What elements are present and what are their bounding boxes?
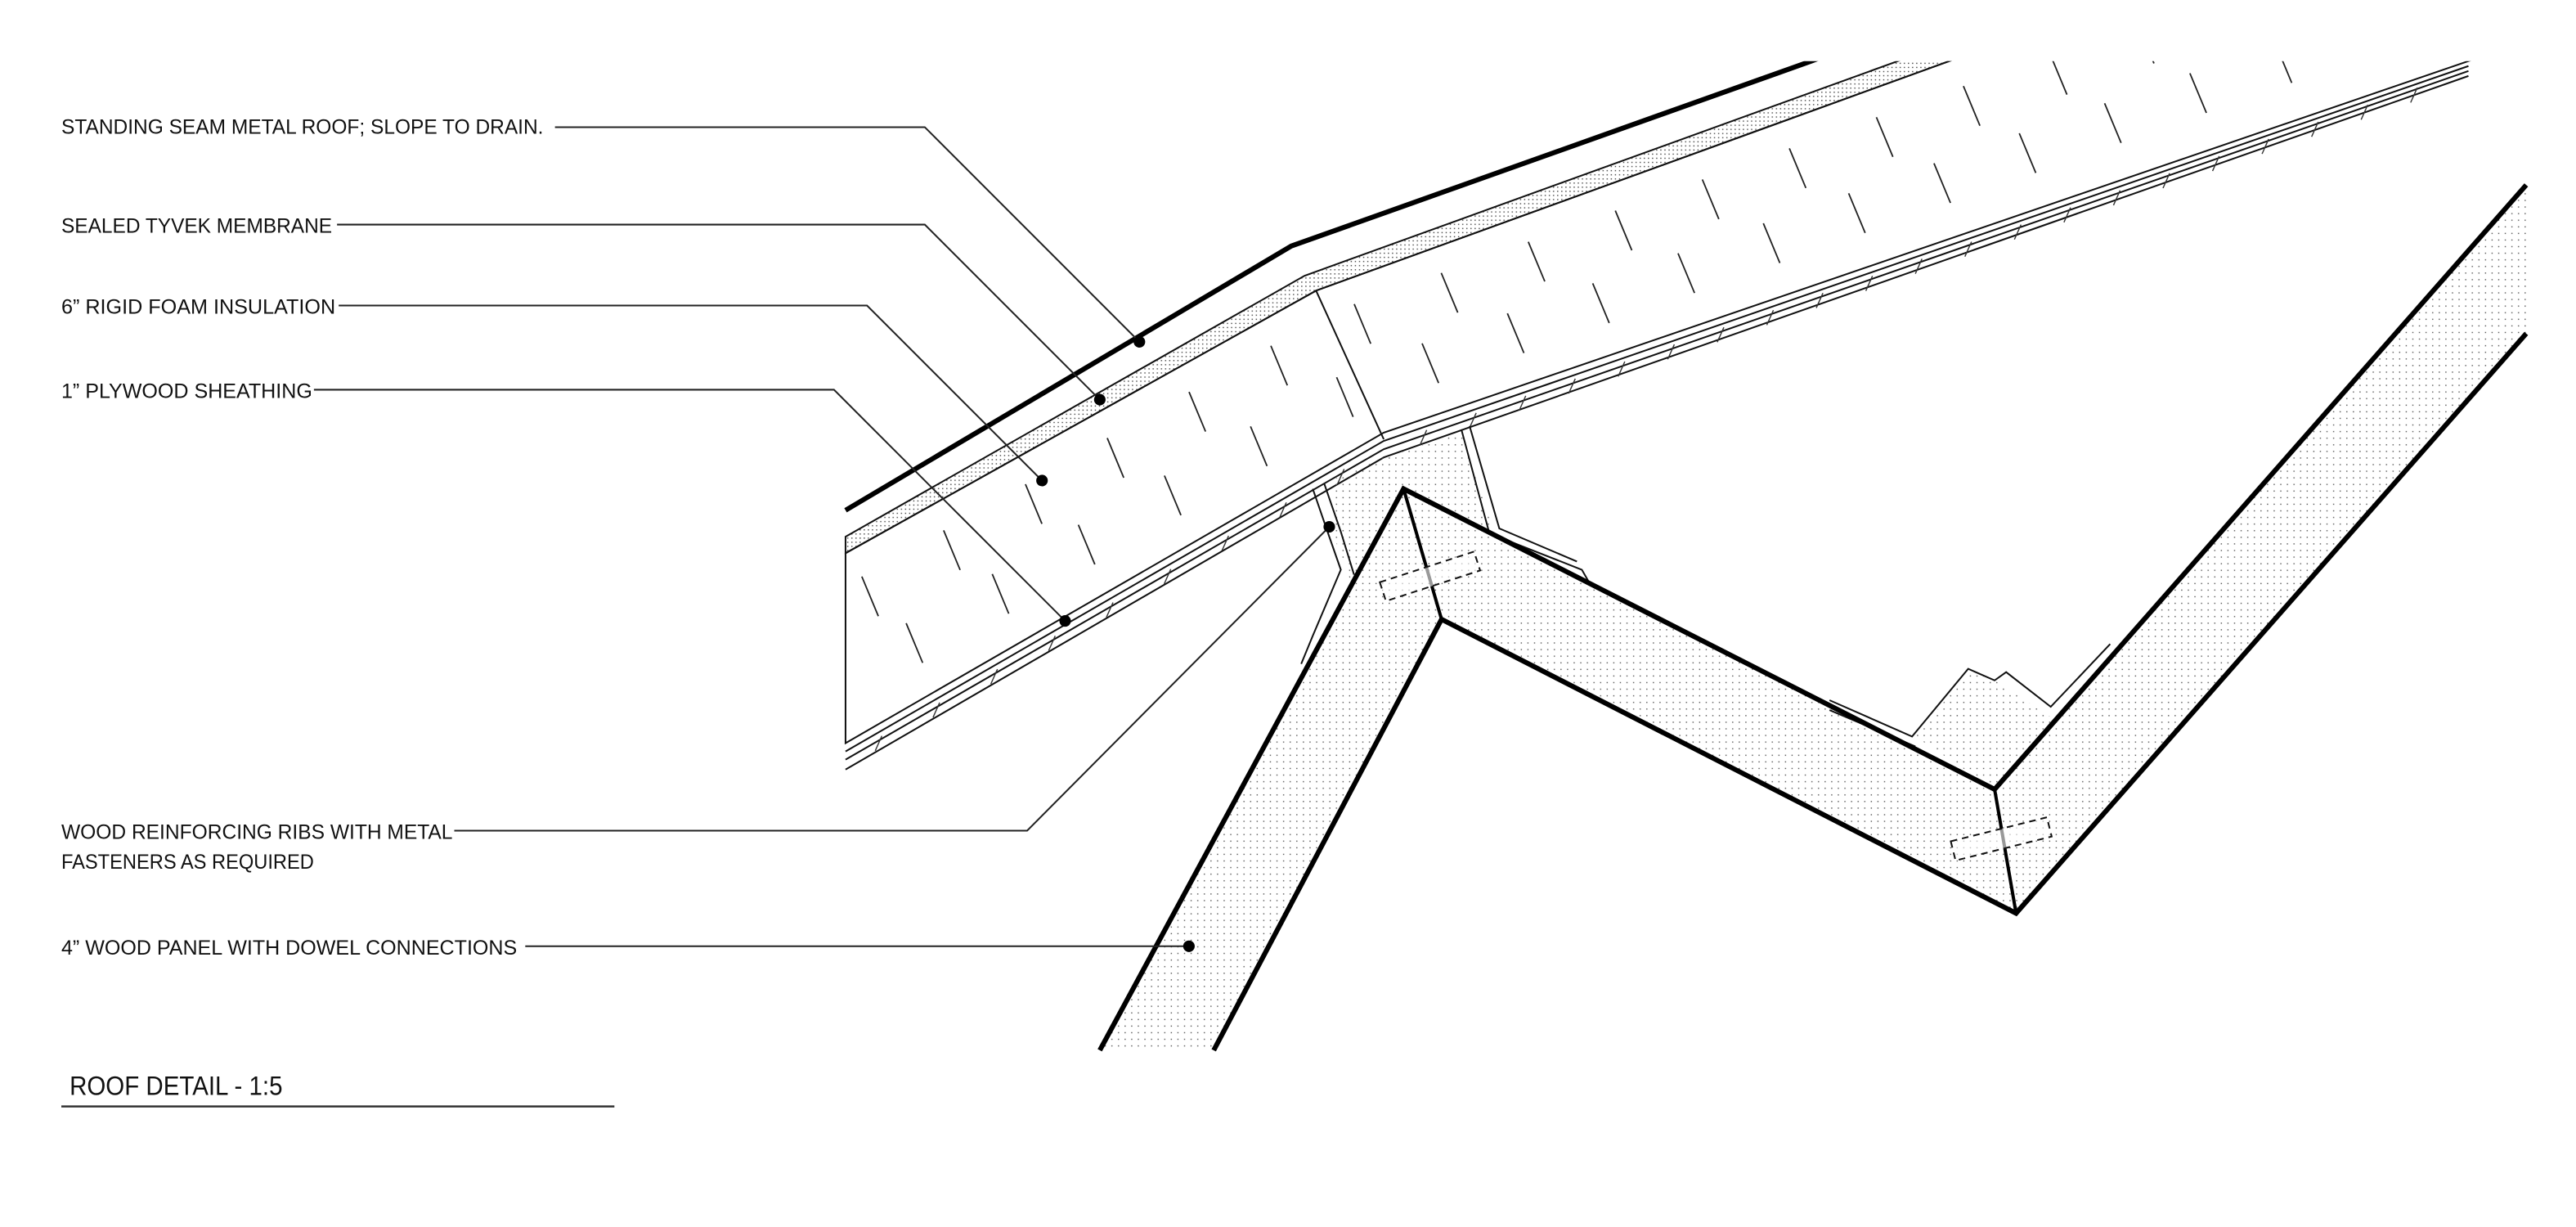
insulation-hatch-mark — [1421, 343, 1439, 384]
insulation-hatch-mark — [1677, 253, 1695, 294]
insulation-hatch-mark — [2049, 61, 2068, 95]
plywood-hatch-mark — [932, 702, 940, 718]
plywood-hatch-mark — [1766, 309, 1775, 326]
insulation-hatch — [861, 0, 2462, 663]
insulation-hatch-mark — [2136, 61, 2155, 64]
callout-tyvek: SEALED TYVEK MEMBRANE — [61, 215, 1106, 406]
svg-text:FASTENERS AS REQUIRED: FASTENERS AS REQUIRED — [61, 851, 314, 874]
insulation-hatch-mark — [1106, 438, 1124, 479]
insulation-hatch-mark — [1440, 272, 1459, 313]
insulation-hatch-mark — [1788, 148, 1807, 189]
plywood-hatch-mark — [2112, 190, 2121, 206]
insulation-hatch-mark — [2189, 73, 2207, 114]
insulation-hatch-mark — [1847, 192, 1866, 234]
callout-plywood: 1” PLYWOOD SHEATHING — [61, 380, 1071, 627]
standing-seam-metal-roof — [844, 61, 1819, 513]
plywood-hatch-mark — [2410, 87, 2418, 103]
insulation-hatch-mark — [905, 622, 924, 663]
plywood-hatch-mark — [1419, 429, 1428, 446]
svg-text:4” WOOD PANEL WITH DOWEL CONNE: 4” WOOD PANEL WITH DOWEL CONNECTIONS — [61, 937, 517, 960]
svg-text:SEALED TYVEK MEMBRANE: SEALED TYVEK MEMBRANE — [61, 215, 332, 238]
insulation-hatch-mark — [2224, 0, 2241, 32]
insulation-hatch-mark — [1527, 241, 1546, 282]
svg-text:STANDING SEAM METAL ROOF; SLOP: STANDING SEAM METAL ROOF; SLOPE TO DRAIN… — [61, 116, 544, 139]
plywood-hatch-mark — [1163, 569, 1172, 585]
plywood-hatch-mark — [2162, 173, 2170, 189]
insulation-hatch-mark — [1701, 179, 1720, 220]
insulation-hatch-mark — [991, 573, 1010, 614]
plywood-hatch-mark — [1568, 378, 1576, 394]
wood-panel-right — [1995, 185, 2527, 914]
insulation-hatch-mark — [1077, 524, 1096, 565]
callout-insulation: 6” RIGID FOAM INSULATION — [61, 296, 1048, 487]
insulation-hatch-mark — [943, 530, 961, 571]
plywood-hatch-mark — [2311, 121, 2319, 137]
plywood-hatch-mark — [2360, 104, 2368, 120]
wood-panels — [1097, 183, 2529, 1052]
insulation-hatch-mark — [1164, 475, 1182, 516]
insulation-hatch-mark — [1762, 222, 1781, 263]
plywood-hatch-mark — [1279, 501, 1287, 518]
plywood-hatch-mark — [1667, 344, 1676, 360]
rigid-foam-insulation — [844, 61, 2471, 745]
wood-panel-left — [1099, 488, 1442, 1050]
callout-ribs: WOOD REINFORCING RIBS WITH METAL FASTENE… — [61, 520, 1335, 874]
plywood-hatch-mark — [1914, 258, 1923, 274]
plywood-hatch-mark — [2063, 207, 2071, 223]
dowel-connection — [1379, 551, 1482, 603]
insulation-hatch-mark — [1353, 303, 1372, 344]
plywood-hatch-mark — [1469, 412, 1477, 429]
svg-text:6” RIGID FOAM INSULATION: 6” RIGID FOAM INSULATION — [61, 296, 335, 319]
plywood-hatch-mark — [1815, 293, 1824, 308]
insulation-hatch-mark — [1335, 376, 1354, 417]
insulation-hatch-mark — [1250, 425, 1268, 467]
insulation-hatch-mark — [2361, 13, 2377, 52]
svg-text:1” PLYWOOD SHEATHING: 1” PLYWOOD SHEATHING — [61, 380, 312, 403]
callout-wood-panel: 4” WOOD PANEL WITH DOWEL CONNECTIONS — [61, 937, 1195, 960]
insulation-hatch-mark — [1025, 483, 1043, 524]
plywood-hatch-mark — [874, 735, 883, 752]
insulation-hatch-mark — [861, 576, 879, 617]
plywood-hatch-mark — [1964, 241, 1972, 257]
plywood-hatch-mark — [2013, 224, 2022, 240]
insulation-hatch-mark — [1963, 85, 1981, 127]
plywood-hatch-mark — [1717, 326, 1725, 343]
plywood-hatch-mark — [1618, 361, 1626, 377]
insulation-hatch-mark — [2103, 102, 2122, 144]
insulation-hatch-mark — [2312, 0, 2328, 1]
plywood-hatch-mark — [990, 668, 999, 685]
plywood-hatch-mark — [1048, 636, 1056, 651]
plywood-hatch-mark — [2211, 155, 2220, 172]
insulation-hatch-mark — [1614, 210, 1633, 251]
plywood-hatch-mark — [2261, 138, 2269, 155]
insulation-hatch-mark — [2446, 0, 2462, 23]
plywood-hatch-mark — [1865, 276, 1874, 291]
insulation-hatch-mark — [1270, 345, 1289, 386]
wood-panel-middle — [1403, 488, 2017, 914]
insulation-hatch-mark — [2274, 61, 2293, 83]
callout-metal-roof: STANDING SEAM METAL ROOF; SLOPE TO DRAIN… — [61, 116, 1146, 348]
insulation-hatch-mark — [2018, 133, 2037, 173]
insulation-hatch-mark — [1188, 391, 1207, 432]
insulation-hatch-mark — [1506, 312, 1525, 353]
dowel-connection — [1950, 816, 2053, 862]
insulation-hatch-mark — [1591, 283, 1610, 324]
plywood-hatch-mark — [1518, 395, 1527, 411]
insulation-hatch-mark — [1875, 116, 1894, 158]
drawing-title: ROOF DETAIL - 1:5 — [70, 1071, 282, 1100]
plywood-hatch-mark — [1221, 535, 1229, 551]
svg-text:WOOD REINFORCING RIBS WITH MET: WOOD REINFORCING RIBS WITH METAL — [61, 821, 452, 844]
insulation-hatch-mark — [1933, 163, 1951, 204]
plywood-hatch-mark — [1106, 602, 1114, 618]
